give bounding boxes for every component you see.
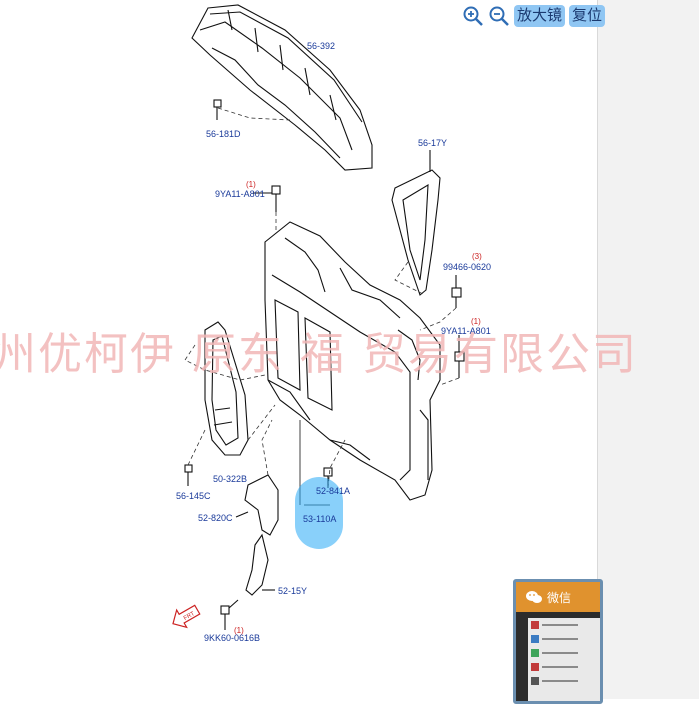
magnifier-button[interactable]: 放大镜 [514,5,566,27]
list-item[interactable] [528,660,600,674]
bolt-9YA11-A801-right [454,335,465,378]
label-56-17Y[interactable]: 56-17Y [418,138,448,148]
bolt-56-181D [213,99,222,120]
wechat-window[interactable]: 微信 [513,579,603,704]
bolt-9KK60-0616B [220,599,239,630]
list-item[interactable] [528,618,600,632]
shroud-part-56-392 [191,4,373,171]
label-56-145C[interactable]: 56-145C [176,491,211,501]
wechat-chat-list[interactable] [528,618,600,701]
zoom-in-icon[interactable] [462,5,484,27]
zoom-out-icon[interactable] [488,5,510,27]
bracket-52-820C [235,474,279,596]
right-panel-background [597,0,699,699]
label-9KK60-0616B[interactable]: 9KK60-0616B [204,633,261,643]
panel-50-322B [204,321,249,456]
label-56-392[interactable]: 56-392 [307,41,336,51]
label-53-110A[interactable]: 53-110A [303,514,337,524]
label-52-841A[interactable]: 52-841A [316,486,351,496]
part-highlight [295,477,343,549]
wechat-header[interactable]: 微信 [516,582,600,612]
reset-button[interactable]: 复位 [569,5,606,27]
label-52-15Y[interactable]: 52-15Y [278,586,308,596]
label-56-181D[interactable]: 56-181D [206,129,241,139]
list-item[interactable] [528,632,600,646]
label-50-322B[interactable]: 50-322B [213,474,248,484]
label-99466-0620[interactable]: 99466-0620 [443,262,492,272]
watermark-text: 州优柯伊 原东 福 贸易有限公司 [0,329,638,380]
label-52-820C[interactable]: 52-820C [198,513,233,523]
qty-99466-0620: (3) [472,252,482,261]
bolt-56-145C [184,464,193,486]
list-item[interactable] [528,674,600,688]
qty-9KK60-0616B: (1) [234,626,244,635]
bolt-9YA11-A801-top [253,185,281,212]
wechat-icon [526,590,542,603]
qty-9YA11-A801-right: (1) [471,317,481,326]
bolt-99466-0620 [451,275,462,308]
list-item[interactable] [528,646,600,660]
front-arrow-icon: FRT [172,604,201,629]
qty-9YA11-A801-top: (1) [246,180,256,189]
zoom-toolbar: 放大镜 复位 [462,5,606,27]
brace-56-17Y [391,150,441,296]
label-9YA11-A801-right[interactable]: 9YA11-A801 [441,326,491,336]
radiator-support-53-110A [264,221,441,501]
label-9YA11-A801-top[interactable]: 9YA11-A801 [215,189,265,199]
svg-text:FRT: FRT [183,611,196,622]
wechat-title: 微信 [547,590,572,605]
